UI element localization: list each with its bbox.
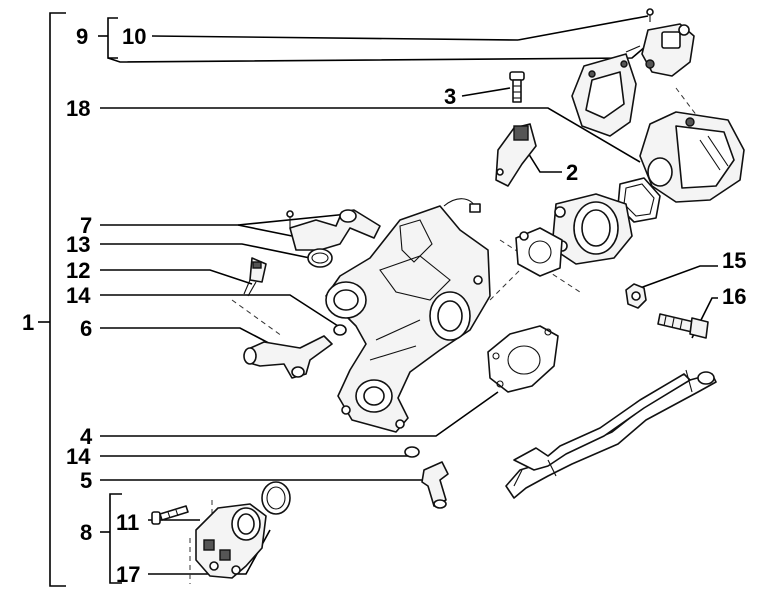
callout-14-upper: 14 xyxy=(66,283,91,308)
part-9-actuator xyxy=(625,23,695,77)
callout-6: 6 xyxy=(80,316,92,341)
callout-15: 15 xyxy=(722,248,746,273)
bracket-group-9 xyxy=(98,17,118,59)
callout-5: 5 xyxy=(80,468,92,493)
callout-3: 3 xyxy=(444,84,456,109)
part-17-o-ring xyxy=(261,481,291,515)
part-2-bracket xyxy=(495,123,537,187)
part-12-sensor xyxy=(243,257,267,297)
callout-11: 11 xyxy=(116,510,139,535)
callout-13: 13 xyxy=(66,232,90,257)
part-10-screw xyxy=(646,8,654,22)
part-13-o-ring xyxy=(307,248,333,268)
callout-16: 16 xyxy=(722,284,746,309)
part-main-manifold xyxy=(325,198,491,433)
part-5-elbow xyxy=(421,461,449,509)
part-4-gasket xyxy=(487,325,559,393)
callout-8: 8 xyxy=(80,520,92,545)
callout-2: 2 xyxy=(566,160,578,185)
callout-7: 7 xyxy=(80,213,92,238)
callout-9: 9 xyxy=(76,24,88,49)
part-18-cover xyxy=(571,53,637,137)
bracket-group-8 xyxy=(100,493,122,584)
part-valve-housing xyxy=(639,111,745,203)
callout-17: 17 xyxy=(116,562,140,587)
callout-4: 4 xyxy=(80,424,93,449)
part-6-fitting xyxy=(243,335,333,379)
part-throttle-body xyxy=(551,193,633,265)
part-11-screw xyxy=(151,505,189,525)
part-rod-linkage xyxy=(505,369,717,499)
callout-1: 1 xyxy=(22,310,34,335)
callout-12: 12 xyxy=(66,258,90,283)
bracket-assembly-1 xyxy=(38,12,66,587)
part-flange-gasket xyxy=(515,227,563,277)
part-14-ring-upper xyxy=(333,324,347,336)
callout-18: 18 xyxy=(66,96,90,121)
callout-10: 10 xyxy=(122,24,146,49)
part-16-bolt xyxy=(657,313,709,339)
part-8-housing xyxy=(195,503,267,579)
part-3-bolt xyxy=(509,71,525,103)
callout-labels: 1 2 3 4 5 6 7 8 9 10 11 12 13 14 14 15 1… xyxy=(22,24,746,587)
part-15-nut xyxy=(625,283,647,309)
callout-14-lower: 14 xyxy=(66,444,91,469)
part-14-ring-lower xyxy=(404,446,420,458)
